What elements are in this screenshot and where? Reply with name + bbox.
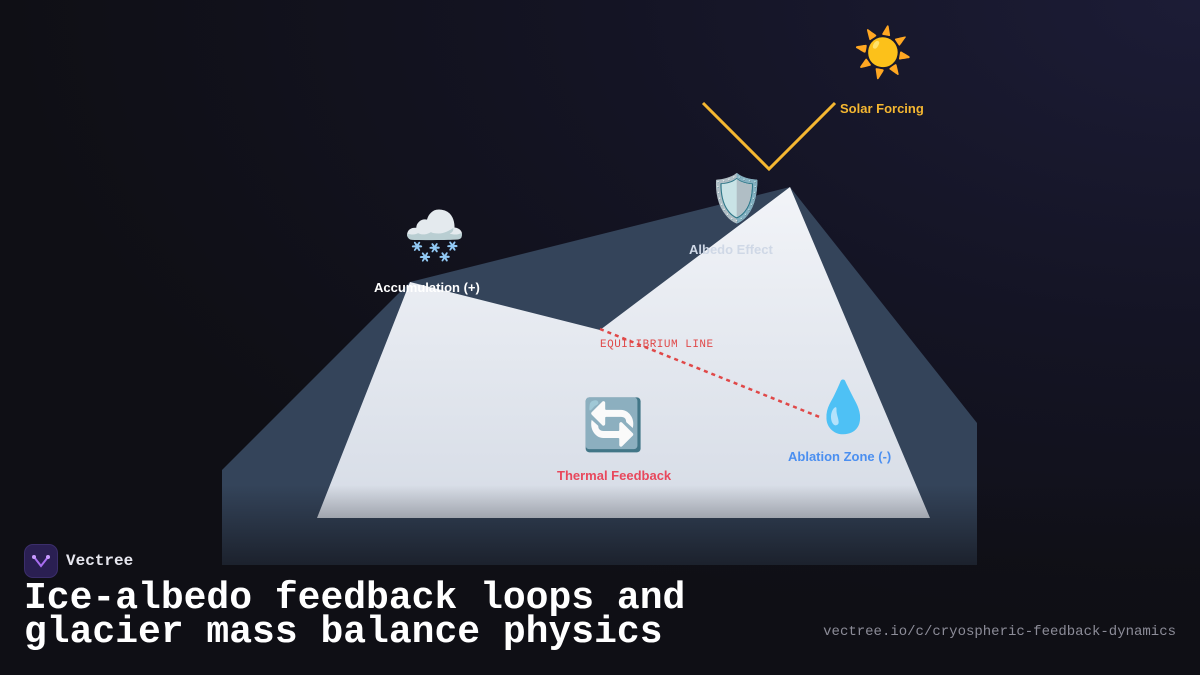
shield-icon: 🛡️ xyxy=(708,171,766,225)
brand: Vectree xyxy=(24,544,133,578)
vectree-logo-icon xyxy=(24,544,58,578)
sun-icon: ☀️ xyxy=(853,25,913,81)
page-url[interactable]: vectree.io/c/cryospheric-feedback-dynami… xyxy=(823,624,1176,640)
brand-name: Vectree xyxy=(66,552,134,570)
bottom-fade xyxy=(0,485,1200,675)
albedo-effect-label: Albedo Effect xyxy=(689,242,773,257)
thermal-feedback-label: Thermal Feedback xyxy=(557,468,672,483)
page-title: Ice-albedo feedback loops and glacier ma… xyxy=(24,577,686,654)
accumulation-label: Accumulation (+) xyxy=(374,280,480,295)
solar-ray xyxy=(701,101,837,172)
glacier-ice-shape xyxy=(317,187,930,518)
snow-cloud-icon: 🌨️ xyxy=(403,207,466,265)
solar-forcing-label: Solar Forcing xyxy=(840,101,924,116)
cycle-arrows-icon: 🔄 xyxy=(582,396,645,454)
ablation-zone-label: Ablation Zone (-) xyxy=(788,449,892,464)
equilibrium-line-label: EQUILIBRIUM LINE xyxy=(600,339,714,351)
droplet-icon: 💧 xyxy=(812,378,875,436)
